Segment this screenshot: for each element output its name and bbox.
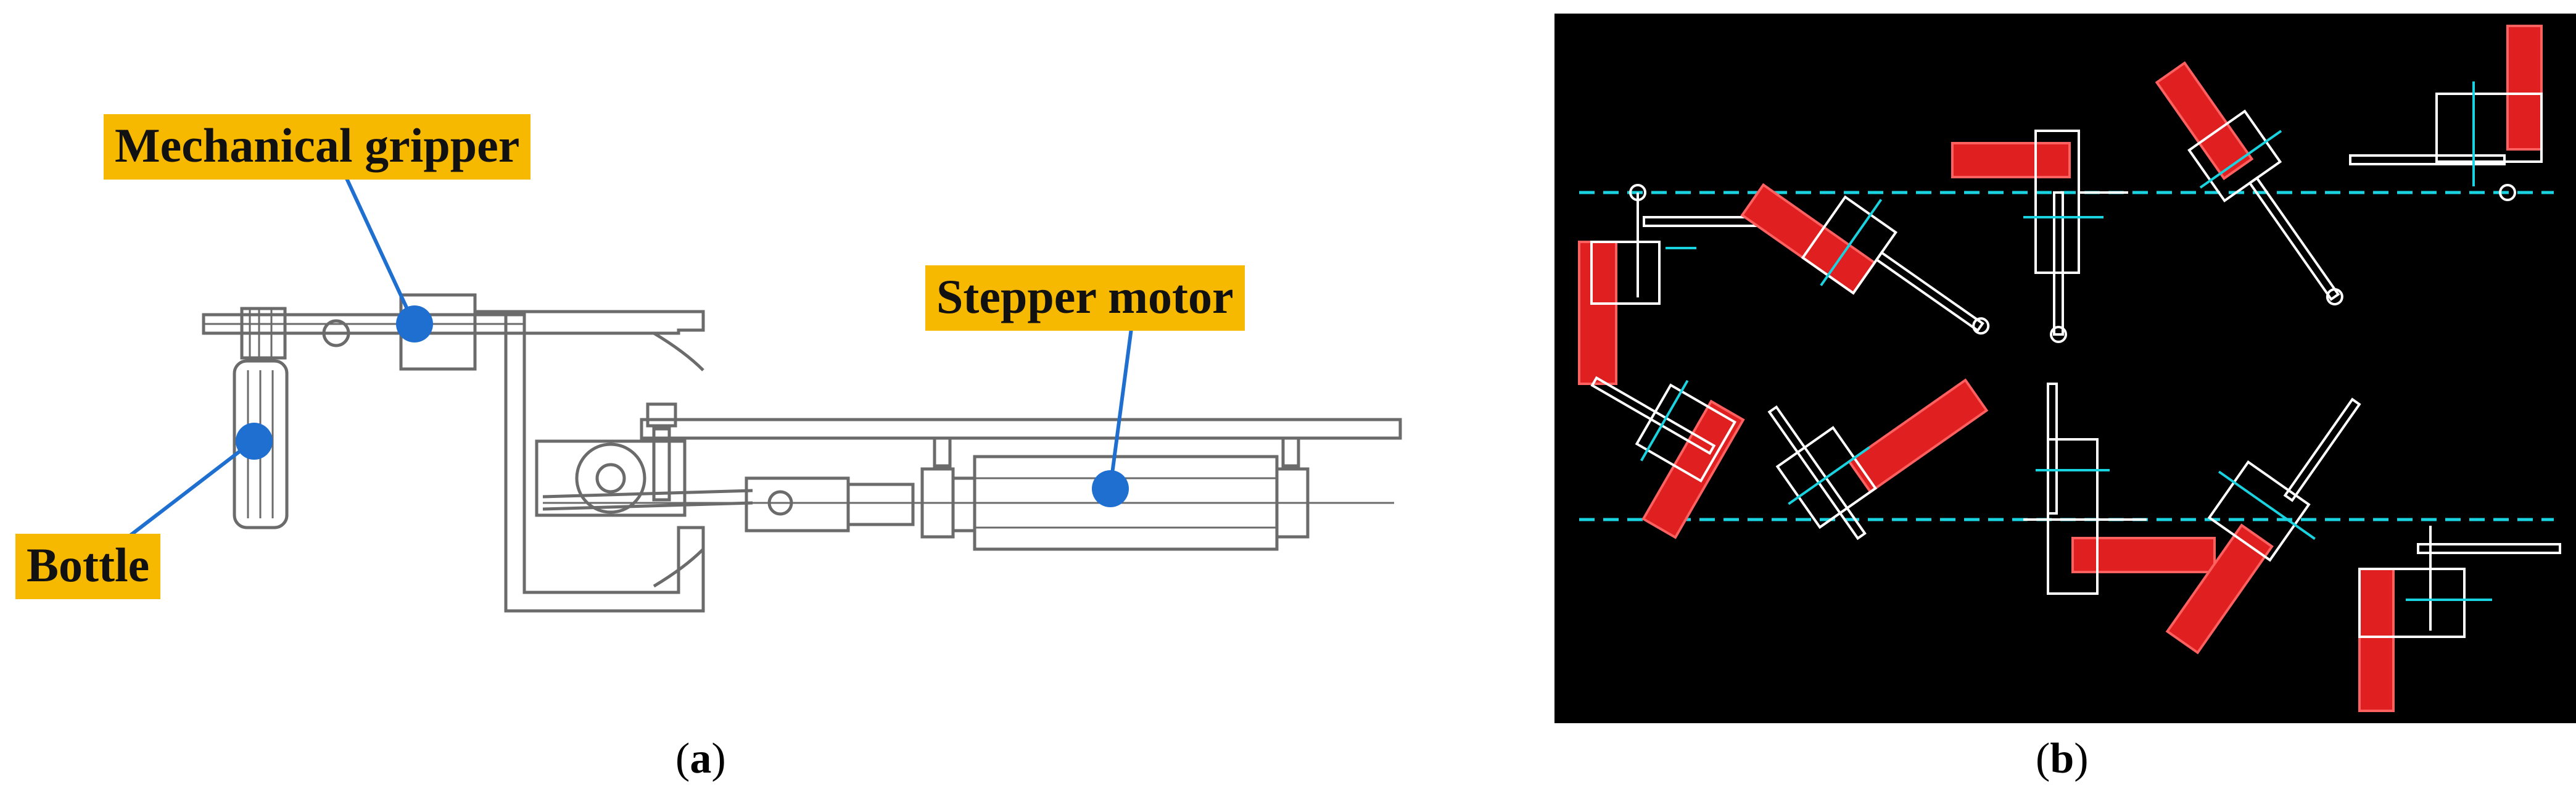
gripper-callout: Mechanical gripper <box>104 114 531 180</box>
panel-a-technical-drawing: Mechanical gripper Stepper motor Bottle … <box>15 114 1402 782</box>
motor-callout: Stepper motor <box>925 265 1245 331</box>
motion-sequence-drawing <box>1554 14 2576 723</box>
bottle-callout: Bottle <box>15 534 161 599</box>
pose-8 <box>2023 383 2216 595</box>
pose-10 <box>2358 526 2561 712</box>
caption-a: (a) <box>675 735 726 782</box>
gear <box>575 442 646 514</box>
pose-3 <box>1951 130 2128 343</box>
panel-b-motion-sequence <box>1554 14 2576 723</box>
motor-marker-dot <box>1092 470 1129 507</box>
top-plate <box>640 418 1402 440</box>
caption-b: (b) <box>2036 735 2089 782</box>
pose-4 <box>2155 61 2343 305</box>
bottle-marker-dot <box>236 423 273 460</box>
pose-2 <box>1740 183 1990 335</box>
gripper-leader-line <box>344 175 415 323</box>
c-housing <box>475 310 705 613</box>
pose-6 <box>1590 376 1745 539</box>
pose-1 <box>1578 184 1799 385</box>
gripper-drawing <box>119 175 1402 613</box>
pose-9 <box>2165 397 2361 655</box>
pose-7 <box>1767 378 1989 541</box>
gripper-marker-dot <box>396 305 433 342</box>
gripper-fixture <box>240 307 287 360</box>
pose-5 <box>2349 25 2543 201</box>
bottle-shape <box>233 359 289 529</box>
bottle-leader-line <box>119 439 254 545</box>
motor-leader-line <box>1108 323 1134 488</box>
panel-b-background <box>1554 14 2576 723</box>
rod-end <box>745 476 850 533</box>
gear-box <box>535 439 687 517</box>
